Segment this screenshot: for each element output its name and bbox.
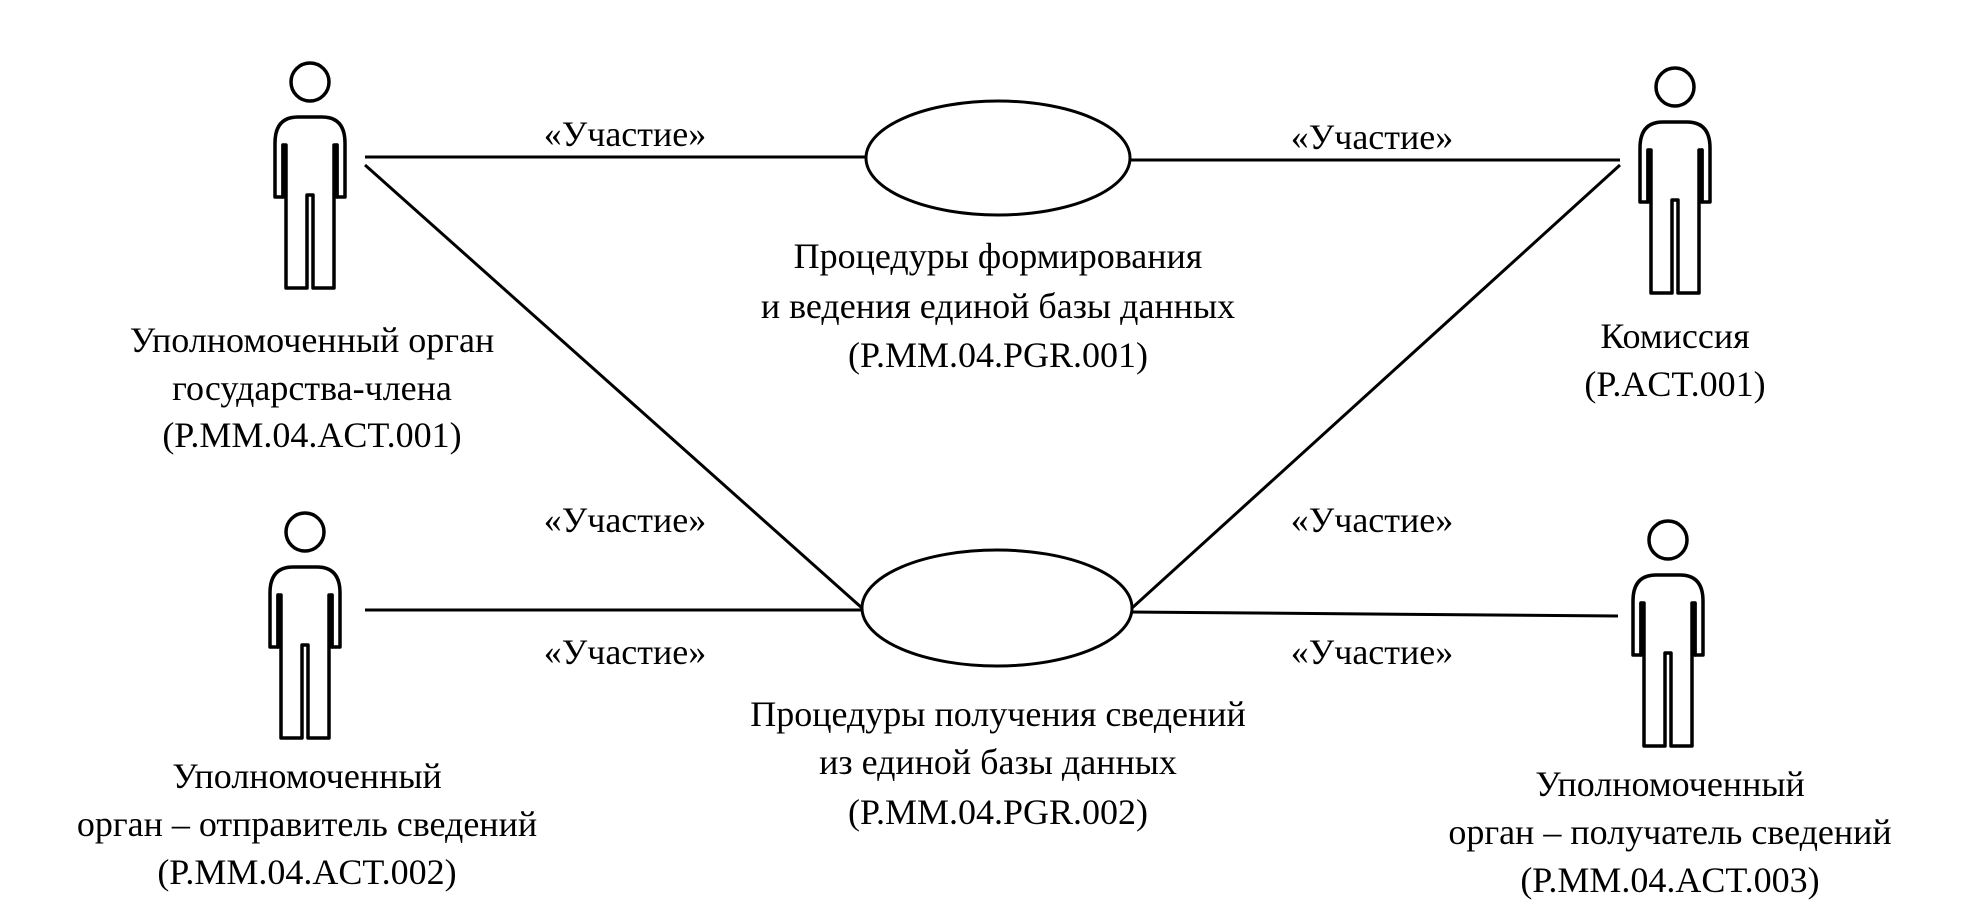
actor-a4-name: Уполномоченный (1535, 764, 1805, 804)
association-label-uc2-a3: «Участие» (1291, 500, 1454, 540)
actor-a4-icon (1631, 519, 1705, 748)
use-case-uc1-name: Процедуры формирования (794, 236, 1203, 276)
actor-a2-code: (P.MM.04.ACT.002) (157, 852, 456, 892)
actor-a2-icon (268, 511, 342, 740)
actor-a3-code: (P.ACT.001) (1584, 364, 1765, 404)
actor-a1-name: Уполномоченный орган (130, 320, 495, 360)
actor-a4-code: (P.MM.04.ACT.003) (1520, 860, 1819, 900)
association-label-a2-uc2: «Участие» (544, 632, 707, 672)
use-case-uc2-ellipse (860, 548, 1134, 668)
association-label-a1-uc2: «Участие» (544, 500, 707, 540)
actor-a3-name: Комиссия (1600, 316, 1749, 356)
actor-a3-icon (1638, 66, 1712, 295)
association-label-uc2-a4: «Участие» (1291, 632, 1454, 672)
actor-a2-name: Уполномоченный (172, 756, 442, 796)
association-line-uc2-a4 (1129, 610, 1619, 618)
association-line-a1-uc2 (364, 163, 863, 610)
association-label-uc1-a3: «Участие» (1291, 117, 1454, 157)
use-case-uc2-code: (P.MM.04.PGR.002) (848, 792, 1148, 832)
use-case-uc2-name: Процедуры получения сведений (750, 694, 1246, 734)
use-case-uc1-code: (P.MM.04.PGR.001) (848, 335, 1148, 375)
actor-a1-code: (P.MM.04.ACT.001) (162, 415, 461, 455)
use-case-uc2-name-line2: из единой базы данных (819, 742, 1177, 782)
actor-a4-name-line2: орган – получатель сведений (1448, 812, 1891, 852)
actor-a1-icon (273, 61, 347, 290)
use-case-uc1-ellipse (864, 99, 1132, 217)
actor-a2-name-line2: орган – отправитель сведений (77, 804, 537, 844)
association-label-a1-uc1: «Участие» (544, 114, 707, 154)
actor-a1-name-line2: государства-члена (172, 368, 452, 408)
use-case-uc1-name-line2: и ведения единой базы данных (761, 286, 1235, 326)
association-line-uc2-a3 (1130, 163, 1622, 610)
